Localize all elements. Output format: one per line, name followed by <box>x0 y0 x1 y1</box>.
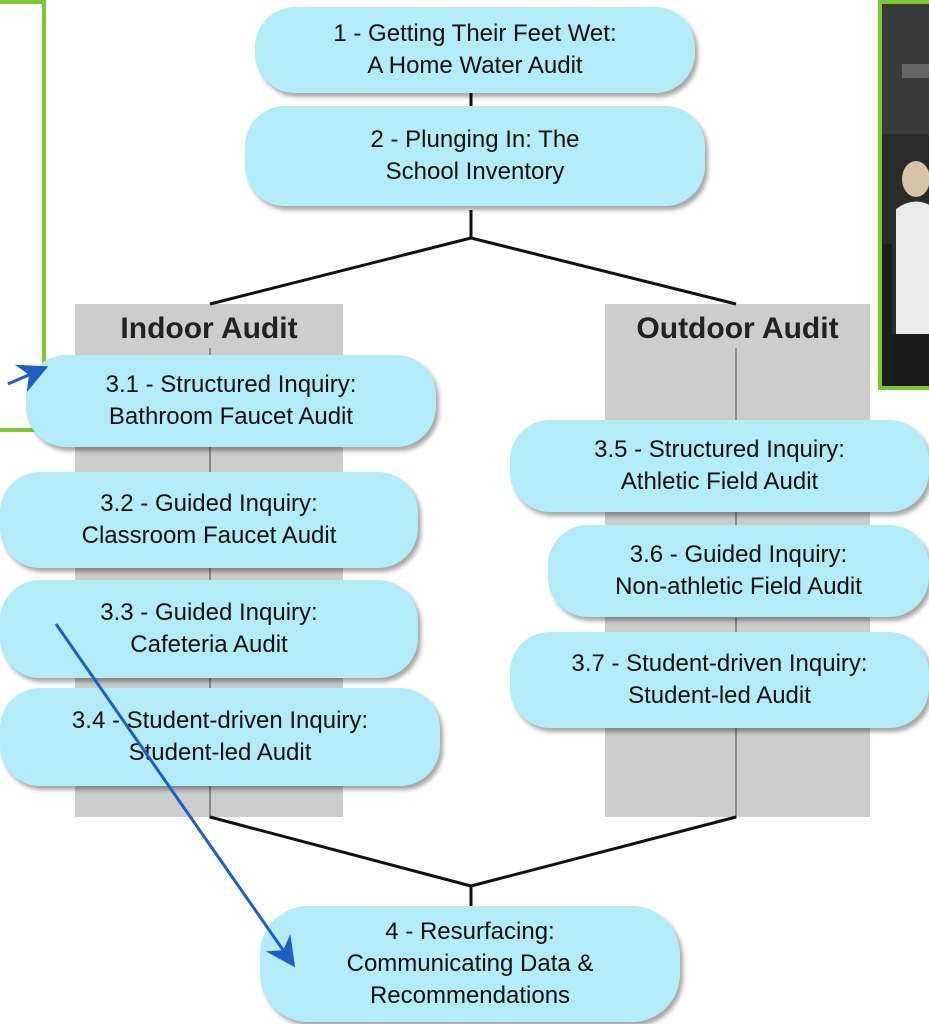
step-3-6-line2: Non-athletic Field Audit <box>615 573 862 600</box>
step-3-4-node: 3.4 - Student-driven Inquiry: Student-le… <box>0 688 440 786</box>
step-1-line2: A Home Water Audit <box>367 52 583 79</box>
step-3-2-line2: Classroom Faucet Audit <box>81 522 337 549</box>
connector-split-outdoor <box>470 236 737 306</box>
step-3-3-line1: 3.3 - Guided Inquiry: <box>100 599 318 626</box>
step-3-6-node: 3.6 - Guided Inquiry: Non-athletic Field… <box>548 525 929 617</box>
step-3-3-line2: Cafeteria Audit <box>130 631 288 658</box>
step-3-5-node: 3.5 - Structured Inquiry: Athletic Field… <box>510 420 929 512</box>
step-3-4-line2: Student-led Audit <box>128 739 312 766</box>
arrow-to-4 <box>54 623 296 968</box>
step-2-node: 2 - Plunging In: The School Inventory <box>245 106 705 206</box>
step-3-2-node: 3.2 - Guided Inquiry: Classroom Faucet A… <box>0 472 418 568</box>
right-photo <box>878 0 929 390</box>
step-2-line1: 2 - Plunging In: The <box>370 126 580 153</box>
step-4-node: 4 - Resurfacing: Communicating Data & Re… <box>260 906 680 1022</box>
step-3-1-line2: Bathroom Faucet Audit <box>108 403 354 430</box>
connector-outdoor-merge <box>470 815 737 888</box>
step-3-7-line1: 3.7 - Student-driven Inquiry: <box>571 650 868 677</box>
step-3-3-node: 3.3 - Guided Inquiry: Cafeteria Audit <box>0 580 418 678</box>
left-photo-panel <box>0 0 46 432</box>
step-3-7-node: 3.7 - Student-driven Inquiry: Student-le… <box>510 632 929 728</box>
step-3-1-node: 3.1 - Structured Inquiry: Bathroom Fauce… <box>26 355 436 447</box>
step-4-line2: Communicating Data & <box>346 950 594 977</box>
photo-content <box>882 4 929 386</box>
step-1-line1: 1 - Getting Their Feet Wet: <box>333 20 617 47</box>
step-4-line3: Recommendations <box>369 982 571 1009</box>
step-3-2-line1: 3.2 - Guided Inquiry: <box>100 490 318 517</box>
step-1-node: 1 - Getting Their Feet Wet: A Home Water… <box>255 7 695 93</box>
connector-indoor-merge <box>209 815 472 888</box>
outdoor-audit-title: Outdoor Audit <box>636 312 839 345</box>
connector-split-indoor <box>209 236 472 306</box>
step-3-5-line1: 3.5 - Structured Inquiry: <box>594 436 845 463</box>
step-2-line2: School Inventory <box>385 158 565 185</box>
arrow-to-3-1 <box>7 364 49 393</box>
step-3-1-line1: 3.1 - Structured Inquiry: <box>105 371 357 398</box>
step-3-6-line1: 3.6 - Guided Inquiry: <box>629 541 848 568</box>
step-3-7-line2: Student-led Audit <box>628 682 811 709</box>
indoor-audit-title: Indoor Audit <box>120 312 298 345</box>
step-3-5-line2: Athletic Field Audit <box>620 468 819 495</box>
step-3-4-line1: 3.4 - Student-driven Inquiry: <box>71 707 369 734</box>
step-4-line1: 4 - Resurfacing: <box>385 918 555 945</box>
